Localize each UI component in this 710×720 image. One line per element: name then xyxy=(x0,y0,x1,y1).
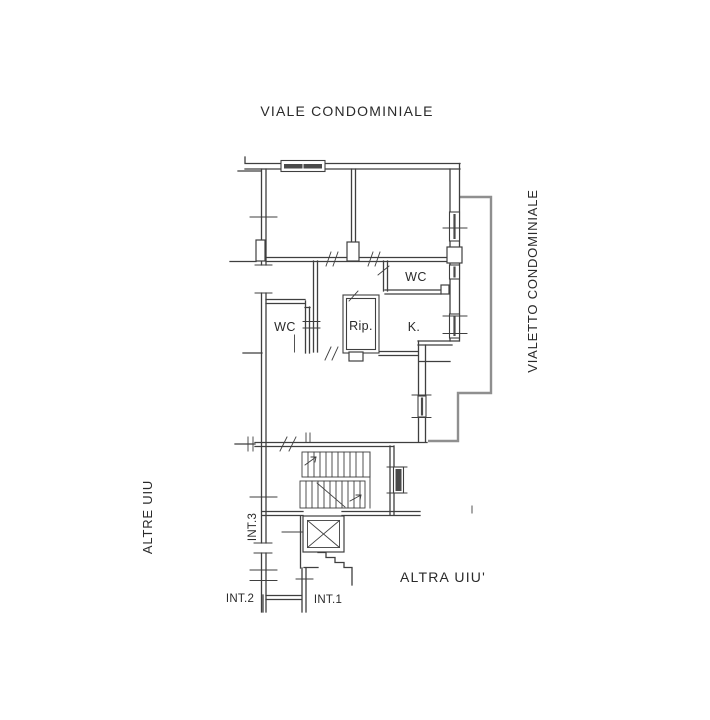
door-marks xyxy=(279,251,390,452)
room-wc-left-label: WC xyxy=(274,320,296,334)
elevator-shaft xyxy=(281,515,345,553)
left-units-label: ALTRE UIU xyxy=(140,480,155,554)
stair-break-line xyxy=(316,482,346,508)
top-street-label: VIALE CONDOMINIALE xyxy=(260,103,433,119)
staircase xyxy=(299,451,371,509)
bottom-unit-label: ALTRA UIU' xyxy=(400,569,486,585)
room-storage-label: Rip. xyxy=(349,319,373,333)
elevator-cross-icon xyxy=(306,519,341,549)
courtyard-path-outline xyxy=(428,195,493,443)
stair-direction-arrow xyxy=(349,494,362,502)
right-street-label: VIALETTO CONDOMINIALE xyxy=(525,189,540,372)
unit-int3-label: INT.3 xyxy=(247,513,259,541)
pillar xyxy=(446,246,463,264)
room-wc-top-label: WC xyxy=(405,270,427,284)
unit-int2-label: INT.2 xyxy=(226,593,254,605)
walls xyxy=(229,156,473,613)
windows xyxy=(280,159,468,494)
stair-direction-arrow xyxy=(304,456,317,466)
labels: VIALE CONDOMINIALE VIALETTO CONDOMINIALE… xyxy=(140,103,540,606)
unit-int1-label: INT.1 xyxy=(314,594,342,606)
room-kitchen-label: K. xyxy=(408,320,421,334)
